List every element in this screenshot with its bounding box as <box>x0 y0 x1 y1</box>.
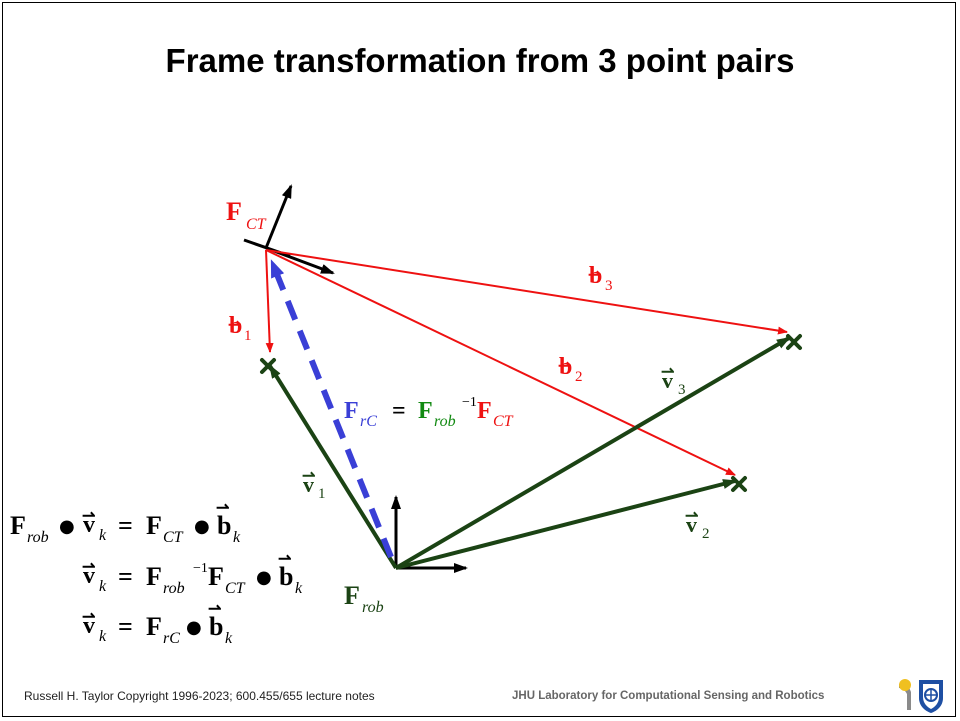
svg-text:●: ● <box>186 617 202 638</box>
equation-1: F rob ● ⇀ v k = F CT ● ⇀ b k <box>10 500 241 546</box>
svg-text:k: k <box>233 529 241 546</box>
b1-label: ⇀ b 1 <box>228 313 252 344</box>
jhu-logo-icon <box>899 679 943 713</box>
svg-text:⇀: ⇀ <box>685 508 698 525</box>
slide-title: Frame transformation from 3 point pairs <box>165 42 795 79</box>
x-mark-icon <box>260 358 276 374</box>
svg-text:⇀: ⇀ <box>82 508 95 525</box>
svg-text:b: b <box>279 562 293 591</box>
svg-text:rob: rob <box>434 413 456 430</box>
v1-label: ⇀ v 1 <box>302 468 326 502</box>
b1-vector <box>265 249 274 353</box>
svg-text:2: 2 <box>702 526 710 542</box>
svg-text:=: = <box>118 612 133 641</box>
svg-text:v: v <box>303 472 314 497</box>
v1-vector <box>268 364 398 570</box>
svg-text:F: F <box>477 398 492 424</box>
svg-text:v: v <box>83 613 95 639</box>
svg-text:●: ● <box>256 567 272 588</box>
f-ct-label: F CT <box>226 197 267 233</box>
svg-text:3: 3 <box>678 382 686 398</box>
svg-text:k: k <box>295 580 303 597</box>
b3-vector <box>265 249 788 335</box>
b2-vector <box>265 249 736 476</box>
svg-text:−1: −1 <box>193 561 208 576</box>
svg-text:F: F <box>226 197 242 226</box>
x-mark-icon <box>731 476 747 492</box>
svg-text:k: k <box>99 578 107 595</box>
svg-text:v: v <box>686 512 697 537</box>
svg-text:CT: CT <box>225 580 246 597</box>
svg-text:−1: −1 <box>462 395 477 410</box>
f-rob-label: F rob <box>344 581 384 616</box>
svg-text:⇀: ⇀ <box>558 358 571 375</box>
equation-3: ⇀ v k = F rC ● ⇀ b k <box>82 601 233 647</box>
svg-text:rC: rC <box>360 413 377 430</box>
svg-text:1: 1 <box>318 486 326 502</box>
svg-text:⇀: ⇀ <box>661 364 674 381</box>
svg-text:⇀: ⇀ <box>588 267 601 284</box>
ct-frame-y-axis <box>264 184 293 249</box>
svg-text:k: k <box>99 628 107 645</box>
svg-text:rob: rob <box>27 529 49 546</box>
svg-text:F: F <box>146 612 162 641</box>
svg-text:F: F <box>344 398 359 424</box>
svg-text:F: F <box>10 511 26 540</box>
svg-text:⇀: ⇀ <box>82 559 95 576</box>
svg-text:b: b <box>229 313 242 339</box>
svg-text:⇀: ⇀ <box>82 609 95 626</box>
svg-text:F: F <box>146 511 162 540</box>
svg-text:●: ● <box>194 516 210 537</box>
svg-text:b: b <box>559 354 572 380</box>
v3-vector <box>394 336 791 570</box>
v3-label: ⇀ v 3 <box>661 364 686 398</box>
b2-label: ⇀ b 2 <box>558 354 583 385</box>
svg-text:v: v <box>662 368 673 393</box>
frc-dashed-vector <box>269 259 394 559</box>
svg-text:⇀: ⇀ <box>216 500 229 517</box>
svg-text:⇀: ⇀ <box>278 551 291 568</box>
svg-text:k: k <box>99 527 107 544</box>
svg-text:CT: CT <box>246 216 267 233</box>
svg-text:b: b <box>217 511 231 540</box>
svg-text:CT: CT <box>163 529 184 546</box>
svg-text:1: 1 <box>244 328 252 344</box>
equation-2: ⇀ v k = F rob −1 F CT ● ⇀ b k <box>82 551 303 597</box>
svg-text:v: v <box>83 512 95 538</box>
svg-text:F: F <box>418 398 433 424</box>
svg-text:rC: rC <box>163 630 180 647</box>
svg-text:⇀: ⇀ <box>208 601 221 618</box>
footer-copyright: Russell H. Taylor Copyright 1996-2023; 6… <box>24 689 375 703</box>
svg-text:●: ● <box>59 516 75 537</box>
svg-text:⇀: ⇀ <box>302 468 315 485</box>
frc-equation-label: F rC = F rob −1 F CT <box>344 395 514 430</box>
v2-vector <box>395 479 737 570</box>
svg-text:2: 2 <box>575 369 583 385</box>
footer-lab-name: JHU Laboratory for Computational Sensing… <box>512 690 825 702</box>
svg-text:F: F <box>146 562 162 591</box>
svg-text:⇀: ⇀ <box>228 317 241 334</box>
svg-text:v: v <box>83 563 95 589</box>
svg-text:k: k <box>225 630 233 647</box>
x-mark-icon <box>786 334 802 350</box>
svg-text:b: b <box>209 612 223 641</box>
svg-text:F: F <box>344 581 360 610</box>
svg-text:rob: rob <box>362 599 384 616</box>
svg-text:b: b <box>589 263 602 289</box>
svg-text:3: 3 <box>605 278 613 294</box>
svg-text:=: = <box>392 398 406 424</box>
svg-text:CT: CT <box>493 413 514 430</box>
b3-label: ⇀ b 3 <box>588 263 613 294</box>
svg-text:rob: rob <box>163 580 185 597</box>
svg-text:F: F <box>208 562 224 591</box>
svg-text:=: = <box>118 511 133 540</box>
svg-text:=: = <box>118 562 133 591</box>
v2-label: ⇀ v 2 <box>685 508 710 542</box>
